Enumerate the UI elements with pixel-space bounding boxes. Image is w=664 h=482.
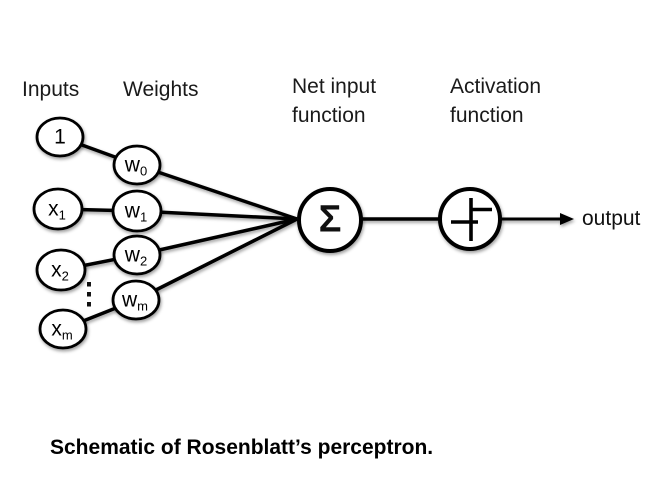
input-node-label-bias: 1	[54, 127, 66, 150]
sum-node-circle	[297, 187, 363, 253]
header-net-input-function: Net input function	[292, 75, 377, 127]
edge-w2-to-sum	[136, 217, 298, 257]
edge-w1-to-sum	[136, 209, 298, 221]
header-weights: Weights	[123, 78, 199, 101]
node-circle-w1	[111, 189, 163, 233]
node-circle-w0	[112, 144, 162, 186]
header-inputs: Inputs	[22, 78, 80, 101]
weight-node-label-w1: w1	[125, 201, 147, 224]
label-subscript: 2	[139, 253, 148, 269]
edge-wm-to-sum	[135, 217, 298, 302]
label-base: 1	[54, 125, 66, 149]
right-arrow-icon	[500, 213, 574, 225]
weight-node-label-w2: w2	[125, 245, 147, 268]
output-arrowhead	[560, 213, 574, 225]
input-node-label-x2: x2	[51, 260, 69, 283]
node-circle-bias	[35, 116, 85, 158]
label-base: x	[48, 197, 59, 221]
input-node-label-xm: xm	[51, 319, 72, 342]
node-circles	[32, 116, 502, 350]
label-subscript: m	[137, 298, 149, 314]
vertical-ellipsis: ⋮	[74, 278, 104, 311]
label-base: x	[51, 317, 62, 341]
label-base: w	[121, 288, 138, 312]
label-subscript: m	[61, 327, 73, 343]
header-activation-function: Activation function	[450, 75, 542, 127]
node-circle-xm	[38, 308, 88, 350]
caption: Schematic of Rosenblatt’s perceptron.	[50, 436, 434, 459]
edge-w0-to-sum	[136, 163, 298, 221]
node-circle-wm	[111, 279, 161, 321]
label-subscript: 1	[58, 207, 66, 223]
sum-symbol: Σ	[318, 198, 342, 241]
step-function-icon	[451, 198, 492, 241]
label-subscript: 1	[139, 209, 148, 225]
label-base: w	[124, 153, 140, 177]
label-base: x	[51, 258, 62, 282]
label-subscript: 0	[139, 163, 148, 179]
input-node-label-x1: x1	[48, 199, 66, 222]
node-circle-x2	[35, 248, 87, 292]
label-base: w	[124, 199, 140, 223]
weight-node-label-wm: wm	[122, 290, 148, 313]
node-circle-w2	[112, 234, 162, 276]
label-base: w	[124, 243, 140, 267]
output-label: output	[582, 207, 641, 230]
node-circle-x1	[32, 187, 84, 231]
label-subscript: 2	[61, 268, 69, 284]
weight-node-label-w0: w0	[125, 155, 147, 178]
